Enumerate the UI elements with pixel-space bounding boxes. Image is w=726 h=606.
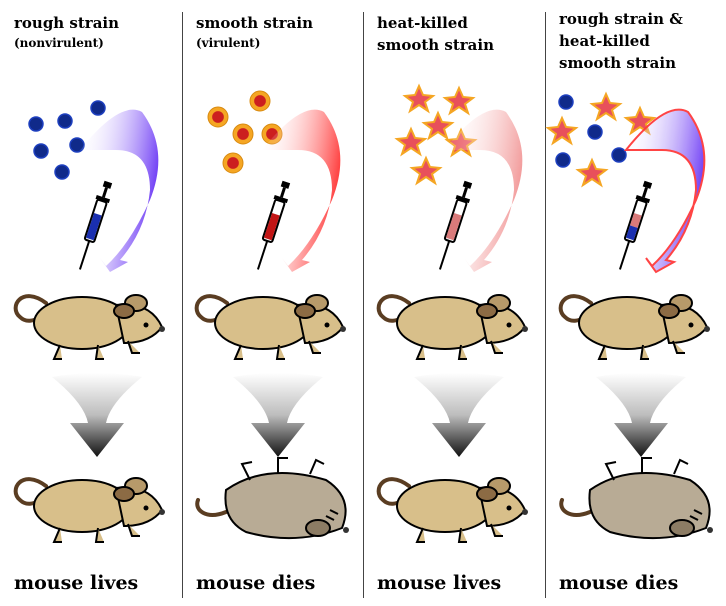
panel-title-line: heat-killed xyxy=(377,14,468,32)
live-mouse-icon xyxy=(376,293,530,361)
panel-divider xyxy=(363,12,364,598)
dead-mouse-icon xyxy=(559,456,715,541)
panel-subtitle: (virulent) xyxy=(196,36,261,50)
injection-arrow xyxy=(262,109,341,272)
panel-title-line: rough strain & xyxy=(559,10,683,28)
dead-mouse-icon xyxy=(195,456,351,541)
panel-divider xyxy=(545,12,546,598)
panel-outcome: mouse lives xyxy=(377,572,502,594)
panel-title-line: smooth strain xyxy=(559,54,676,72)
injection-arrow xyxy=(444,109,523,272)
panel-outcome: mouse dies xyxy=(196,572,316,594)
panel-rough-plus-heat-killed: rough strain & heat-killed smooth strain… xyxy=(545,0,726,606)
panel-title: rough strain & heat-killed smooth strain xyxy=(559,8,683,74)
injection-arrow xyxy=(80,109,159,272)
mixed-bacteria-group xyxy=(545,91,657,188)
funnel-arrow-icon xyxy=(596,373,686,457)
smooth-bacteria-group xyxy=(207,90,283,174)
funnel-arrow-icon xyxy=(414,373,504,457)
syringe-icon xyxy=(612,178,657,273)
panel-title: heat-killed smooth strain xyxy=(377,12,494,56)
syringe-icon xyxy=(250,178,295,273)
rough-bacteria-group xyxy=(28,100,106,180)
panel-heat-killed-smooth: heat-killed smooth strain mouse lives xyxy=(363,0,544,606)
live-mouse-icon xyxy=(13,476,167,544)
syringe-icon xyxy=(432,178,477,273)
panel-title-line: smooth strain xyxy=(377,36,494,54)
funnel-arrow-icon xyxy=(52,373,142,457)
panel-outcome: mouse dies xyxy=(559,572,679,594)
live-mouse-icon xyxy=(558,293,712,361)
live-mouse-icon xyxy=(194,293,348,361)
panel-subtitle: (nonvirulent) xyxy=(14,36,104,50)
panel-title-line: smooth strain xyxy=(196,14,313,32)
panel-title: rough strain (nonvirulent) xyxy=(14,12,119,52)
funnel-arrow-icon xyxy=(233,373,323,457)
panel-rough-strain: rough strain (nonvirulent) mouse lives xyxy=(0,0,181,606)
panel-title-line: rough strain xyxy=(14,14,120,32)
panel-smooth-strain: smooth strain (virulent) mouse dies xyxy=(182,0,363,606)
syringe-icon xyxy=(72,178,117,273)
injection-arrow xyxy=(623,108,706,274)
panel-outcome: mouse lives xyxy=(14,572,139,594)
panel-divider xyxy=(182,12,183,598)
live-mouse-icon xyxy=(376,476,530,544)
panel-title-line: heat-killed xyxy=(559,32,650,50)
panel-title: smooth strain (virulent) xyxy=(196,12,313,52)
live-mouse-icon xyxy=(13,293,167,361)
